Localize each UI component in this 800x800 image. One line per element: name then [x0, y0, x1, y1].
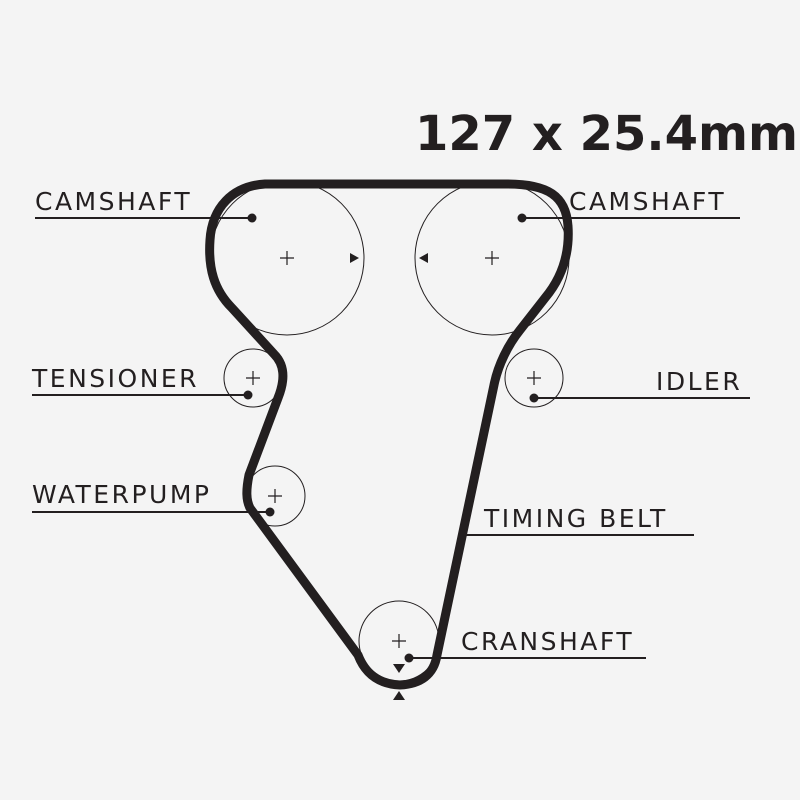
tensioner-label: TENSIONER: [31, 364, 199, 393]
crankshaft-callout: CRANSHAFT: [404, 627, 646, 663]
idler-callout: IDLER: [529, 367, 750, 403]
crank-reference-mark-icon: [393, 691, 405, 700]
belt-size-title: 127 x 25.4mm: [415, 106, 798, 162]
idler-pulley: [504, 348, 564, 408]
timing-belt-callout: TIMING BELT: [466, 504, 694, 536]
timing-belt-label: TIMING BELT: [483, 504, 668, 533]
crank-timing-mark-icon: [393, 664, 405, 673]
camshaft-right-label: CAMSHAFT: [569, 187, 726, 216]
camshaft-left-label: CAMSHAFT: [35, 187, 192, 216]
pulley-center-marks: [246, 251, 541, 648]
left-cam-timing-mark-icon: [350, 253, 359, 263]
tensioner-callout: TENSIONER: [31, 364, 253, 400]
idler-label: IDLER: [656, 367, 742, 396]
crankshaft-label: CRANSHAFT: [461, 627, 634, 656]
right-cam-timing-mark-icon: [419, 253, 428, 263]
timing-belt-path: [205, 179, 573, 690]
waterpump-callout: WATERPUMP: [32, 480, 275, 517]
waterpump-label: WATERPUMP: [32, 480, 211, 509]
camshaft-right-callout: CAMSHAFT: [517, 187, 740, 223]
camshaft-left-callout: CAMSHAFT: [35, 187, 257, 223]
